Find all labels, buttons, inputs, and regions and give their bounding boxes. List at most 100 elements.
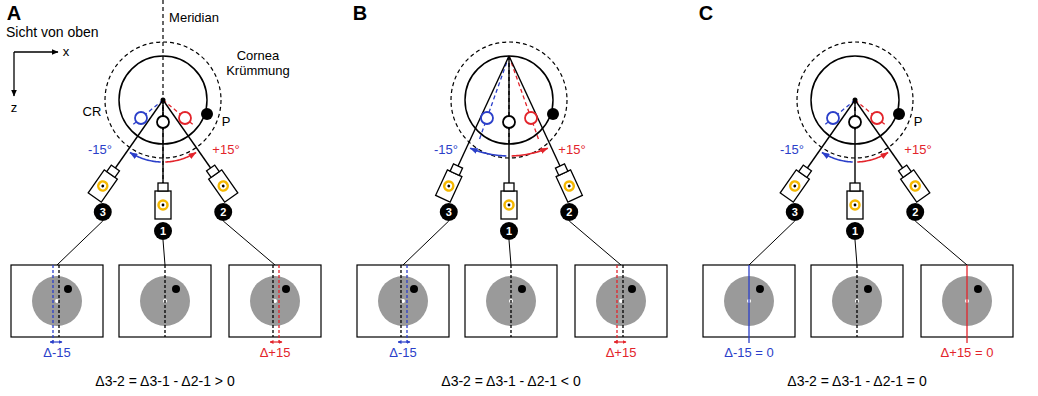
camera-led [789,180,802,193]
angle-label: -15° [779,143,805,158]
panel-letter: B [353,2,367,25]
corneal-reflex [179,112,191,124]
delta-label: Δ-15 [43,346,70,361]
callout-circle [94,203,112,221]
camera-image [229,265,321,337]
offset-line [58,265,59,337]
callout-circle [906,203,924,221]
panel [11,0,321,345]
axis-label: z [11,101,18,116]
camera-axis [509,56,569,186]
callout-number: 3 [100,207,106,218]
callout-circle [214,203,232,221]
pupil-image [172,285,180,293]
offset-line [272,265,273,337]
panel [703,42,1013,343]
camera-symbol [88,163,122,202]
eye-image [32,276,82,326]
cornea-label: Cornea Krümmung [222,49,294,79]
angle-arc [165,152,196,161]
camera-led [101,184,105,188]
callout-circle [846,222,864,240]
callout-circle [560,203,578,221]
offset-line [278,265,279,345]
offset-line [400,265,401,337]
angle-arc [512,148,548,156]
eye-image [596,276,646,326]
pupil-image [974,285,982,293]
camera-axis [449,56,509,186]
angle-arc [857,152,888,161]
formula: Δ3-2 = Δ3-1 - Δ2-1 < 0 [441,373,580,389]
formula: Δ3-2 = Δ3-1 - Δ2-1 = 0 [787,373,926,389]
callout-number: 2 [220,207,226,218]
meridian-label: Meridian [169,11,219,26]
camera-led [854,204,857,207]
axis-label: x [63,45,70,60]
angle-label: -15° [433,143,459,158]
delta-label: Δ-15 = 0 [724,346,774,361]
camera-led [97,180,110,193]
angle-arc [130,152,161,161]
view-note: Sicht von oben [6,24,99,40]
offset-line [966,265,967,343]
camera-symbol [501,183,517,219]
camera-led [913,184,917,188]
camera-lens [207,165,220,177]
offset-line [52,265,53,345]
camera-lens [555,164,567,175]
camera-led [162,204,165,207]
angle-arc [822,152,853,161]
pupil-label: P [222,115,231,130]
camera-lens [107,165,120,177]
camera-led [793,184,797,188]
corneal-reflex [849,116,861,128]
callout-number: 1 [506,226,512,237]
camera-led [909,180,922,193]
delta-label: Δ-15 [389,346,416,361]
camera-led [159,201,168,210]
offset-line [406,265,407,345]
camera-lens [504,183,514,191]
camera-symbol [436,163,466,202]
corneal-reflex [525,112,537,124]
camera-body [847,191,863,219]
angle-label: -15° [87,143,113,158]
delta-arrow [614,341,626,342]
angle-label: +15° [903,143,932,158]
camera-image [357,265,449,337]
camera-symbol [155,183,171,219]
camera-symbol [553,163,583,202]
callout-circle [440,203,458,221]
angle-arc [470,148,506,156]
callout-number: 1 [160,226,166,237]
camera-symbol [896,163,930,202]
camera-led [508,204,511,207]
center-dot [161,98,166,103]
corneal-reflex [871,112,883,124]
camera-led [447,184,451,188]
camera-symbol [847,183,863,219]
camera-lens [799,165,812,177]
delta-arrow [398,341,410,342]
corneal-reflex [157,116,169,128]
pupil-image [410,285,418,293]
camera-image [575,265,667,337]
delta-label: Δ+15 = 0 [941,346,994,361]
corneal-reflex [135,112,147,124]
offset-line [616,265,617,345]
camera-link [915,221,967,265]
reflex-label: CR [83,105,102,120]
pupil-image [628,285,636,293]
camera-led [221,184,225,188]
delta-label: Δ+15 [260,346,291,361]
camera-lens [158,183,168,191]
callout-circle [154,222,172,240]
camera-symbol [204,163,238,202]
camera-lens [450,164,462,175]
pupil-point [893,108,905,120]
callout-number: 3 [446,207,452,218]
pupil-image [518,285,526,293]
